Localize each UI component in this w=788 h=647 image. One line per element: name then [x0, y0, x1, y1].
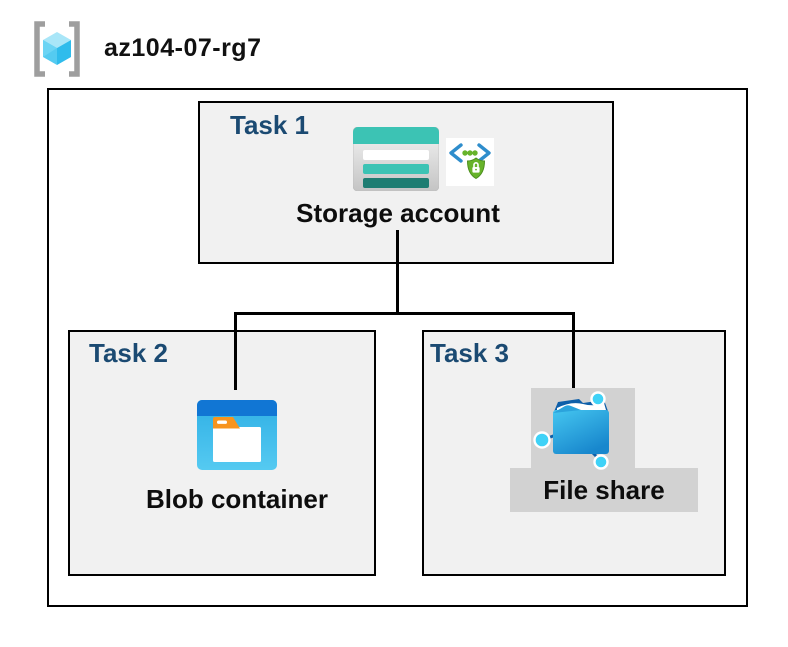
- file-share-label-background: [510, 468, 698, 512]
- file-share-label: File share: [543, 475, 665, 505]
- sas-security-icon: [446, 138, 494, 186]
- storage-account-icon: [353, 127, 439, 191]
- resource-group-name: az104-07-rg7: [104, 34, 262, 62]
- resource-group-icon: [34, 21, 80, 77]
- connector-horizontal: [234, 312, 575, 315]
- connector-to-blob: [234, 312, 237, 390]
- storage-account-label: Storage account: [296, 198, 500, 228]
- connector-to-fileshare: [572, 312, 575, 390]
- blob-container-icon: [197, 400, 277, 470]
- file-share-icon: [533, 391, 609, 470]
- connector-storage-stem: [396, 230, 399, 314]
- task1-label: Task 1: [230, 110, 310, 140]
- task3-label: Task 3: [430, 338, 510, 368]
- blob-container-label: Blob container: [145, 484, 328, 514]
- task2-label: Task 2: [89, 338, 169, 368]
